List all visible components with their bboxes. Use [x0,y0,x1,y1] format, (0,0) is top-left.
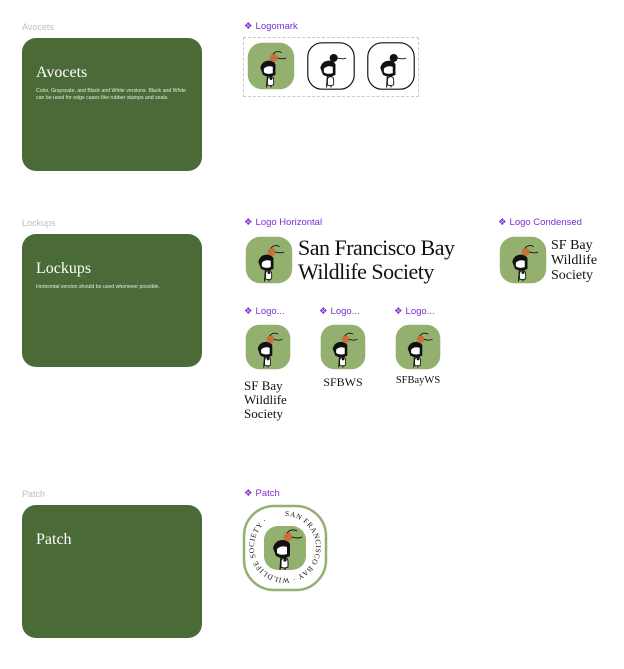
wordmark-line: Wildlife [244,392,287,407]
abbrev-wordmark-long: SFBayWS [395,375,441,386]
logomark-color[interactable] [319,322,367,372]
component-diamond-icon: ❖ [244,306,253,317]
abbrev-wordmark: SFBWS [323,375,363,389]
component-diamond-icon: ❖ [394,306,403,317]
lockups-card[interactable]: Lockups Horizontal version should be use… [22,234,202,367]
section-label-avocets: Avocets [22,22,54,32]
wordmark-line: SF Bay [244,378,283,393]
wordmark-line: SF Bay [551,238,593,253]
section-label-patch: Patch [22,489,46,499]
wordmark-line: Wildlife [551,253,598,268]
card-description: Color, Grayscale, and Black and White ve… [36,88,186,101]
wordmark-line: San Francisco Bay [298,235,455,260]
logomark-black-white[interactable] [366,40,416,92]
card-title: Lockups [36,260,92,277]
logomark-color[interactable] [394,322,442,372]
component-label-logo-sfbws[interactable]: ❖Logo... [319,306,360,317]
component-label-logo-condensed[interactable]: ❖Logo Condensed [498,217,582,228]
component-label-logo-horizontal[interactable]: ❖Logo Horizontal [244,217,323,228]
wordmark-line: Society [244,406,283,421]
patch-badge[interactable]: SAN FRANCISCO BAY · WILDLIFE SOCIETY · [242,504,328,592]
component-label-patch[interactable]: ❖Patch [244,488,280,499]
card-description: Horizontal version should be used whenev… [36,284,160,290]
logomark-color[interactable] [244,322,292,372]
component-diamond-icon: ❖ [244,217,253,228]
component-label-logo-stacked[interactable]: ❖Logo... [244,306,285,317]
component-diamond-icon: ❖ [498,217,507,228]
wordmark-line: Society [551,268,593,283]
component-diamond-icon: ❖ [244,488,253,499]
logomark-grayscale[interactable] [306,40,356,92]
condensed-wordmark: SF Bay Wildlife Society [551,238,597,283]
wordmark-line: Wildlife Society [298,259,434,284]
logomark-color[interactable] [498,234,548,286]
avocets-card[interactable]: Avocets Color, Grayscale, and Black and … [22,38,202,171]
component-diamond-icon: ❖ [244,21,253,32]
logomark-frame[interactable] [243,37,419,97]
component-label-logomark[interactable]: ❖Logomark [244,21,298,32]
component-diamond-icon: ❖ [319,306,328,317]
card-title: Avocets [36,64,88,81]
stacked-wordmark: SF Bay Wildlife Society [244,379,287,421]
horizontal-wordmark: San Francisco Bay Wildlife Society [298,235,455,284]
card-title: Patch [36,531,72,548]
logomark-color[interactable] [244,234,294,286]
section-label-lockups: Lockups [22,218,56,228]
logomark-color[interactable] [246,40,296,92]
component-label-logo-sfbayws[interactable]: ❖Logo... [394,306,435,317]
patch-card[interactable]: Patch [22,505,202,638]
